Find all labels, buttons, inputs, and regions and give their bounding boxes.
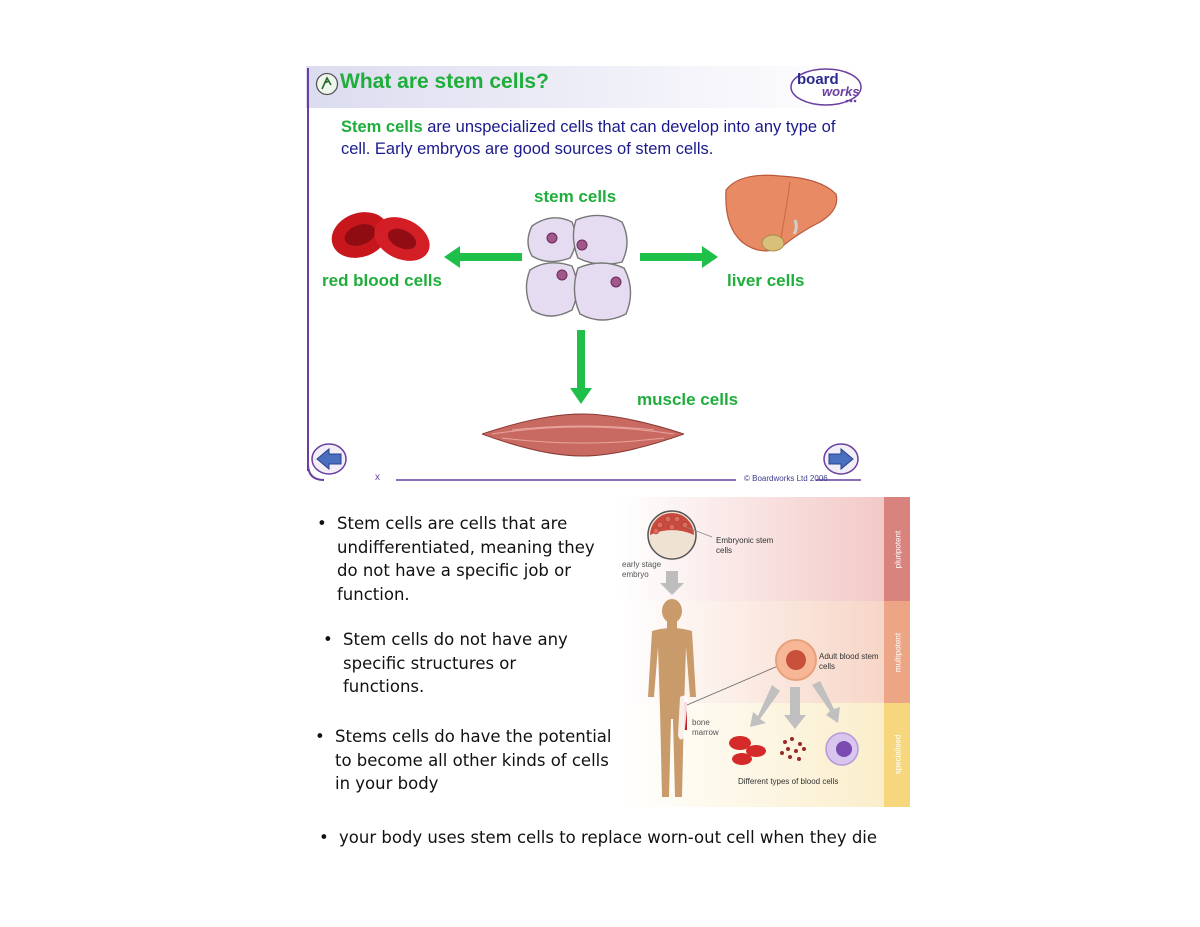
stripe-label-multipotent: multipotent (893, 632, 903, 673)
intro-highlight: Stem cells (341, 118, 423, 136)
arrow-right (640, 246, 718, 268)
label-red-blood-cells: red blood cells (322, 271, 442, 290)
logo-text-board: board (797, 71, 839, 88)
bullet-text: Stem cells do not have any specific stru… (343, 630, 568, 696)
stripe-label-specialised: specialised (893, 734, 903, 775)
next-slide-button[interactable] (823, 443, 859, 475)
intro-text: are unspecialized cells that can develop… (341, 118, 836, 158)
bullet-marker: • (317, 514, 327, 533)
bullet-item: • Stem cells are cells that are undiffer… (317, 512, 602, 606)
muscle-cell-illustration (482, 413, 684, 457)
arrow-left (444, 246, 522, 268)
slide-title-icon (315, 72, 339, 96)
bullet-marker: • (319, 828, 329, 847)
bullet-marker: • (315, 727, 325, 746)
bullet-item: • Stems cells do have the potential to b… (315, 725, 615, 796)
label-adult-blood-stem-cells: Adult blood stem cells (819, 652, 879, 671)
label-stem-cells: stem cells (534, 187, 617, 206)
label-early-stage-embryo: early stage embryo (622, 560, 662, 579)
boardworks-logo (790, 68, 862, 106)
label-liver-cells: liver cells (727, 271, 805, 290)
slide-title: What are stem cells? (340, 70, 549, 93)
slide-panel (306, 66, 864, 482)
label-bone-marrow: bone marrow (692, 718, 719, 737)
label-blood-cell-types: Different types of blood cells (738, 777, 839, 786)
red-blood-cells-illustration (331, 212, 430, 261)
bullet-marker: • (323, 630, 333, 649)
label-muscle-cells: muscle cells (637, 390, 739, 409)
stem-cell-figure (620, 497, 910, 807)
copyright-text: © Boardworks Ltd 2006 (744, 474, 828, 483)
bullet-item: • Stem cells do not have any specific st… (323, 628, 583, 699)
bullet-item: • your body uses stem cells to replace w… (319, 826, 899, 850)
bullet-text: Stems cells do have the potential to bec… (335, 727, 612, 793)
liver-illustration (725, 174, 838, 252)
logo-text-works: works (822, 84, 860, 99)
bullet-text: your body uses stem cells to replace wor… (339, 828, 878, 847)
prev-slide-button[interactable] (311, 443, 347, 475)
close-mark: x (375, 472, 380, 483)
stem-cells-illustration (525, 214, 632, 321)
bullet-text: Stem cells are cells that are undifferen… (337, 514, 595, 604)
slide-intro: Stem cells are unspecialized cells that … (341, 116, 861, 160)
stripe-label-pluripotent: pluripotent (893, 530, 903, 569)
label-embryonic-stem-cells: Embryonic stem cells (716, 536, 774, 555)
arrow-down (570, 330, 592, 404)
